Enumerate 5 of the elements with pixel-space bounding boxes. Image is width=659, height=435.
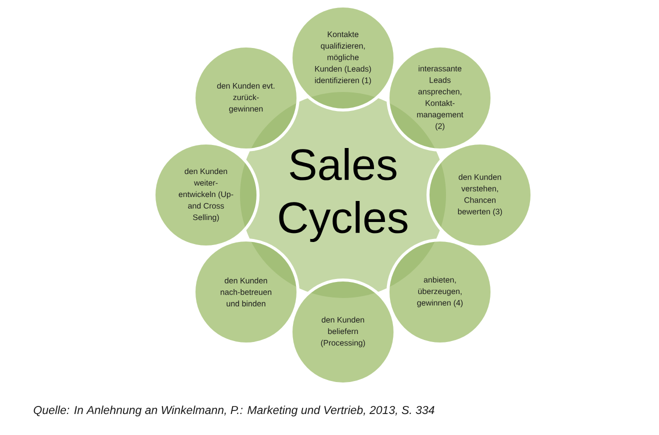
caption: Quelle: In Anlehnung an Winkelmann, P.: Marketing und Vertrieb, 2013, S. 334 — [34, 406, 434, 416]
step-text: den Kunden beliefern (Processing) — [321, 316, 365, 348]
step-text: den Kunden weiter- entwickeln (Up- and Cross Selling) — [178, 168, 234, 222]
step-text: Kontakte qualifizieren, mögliche Kunden (Leads) identifizieren (1) — [315, 31, 371, 85]
step-text: den Kunden verstehen, Chancen bewerten (3) — [458, 174, 502, 216]
